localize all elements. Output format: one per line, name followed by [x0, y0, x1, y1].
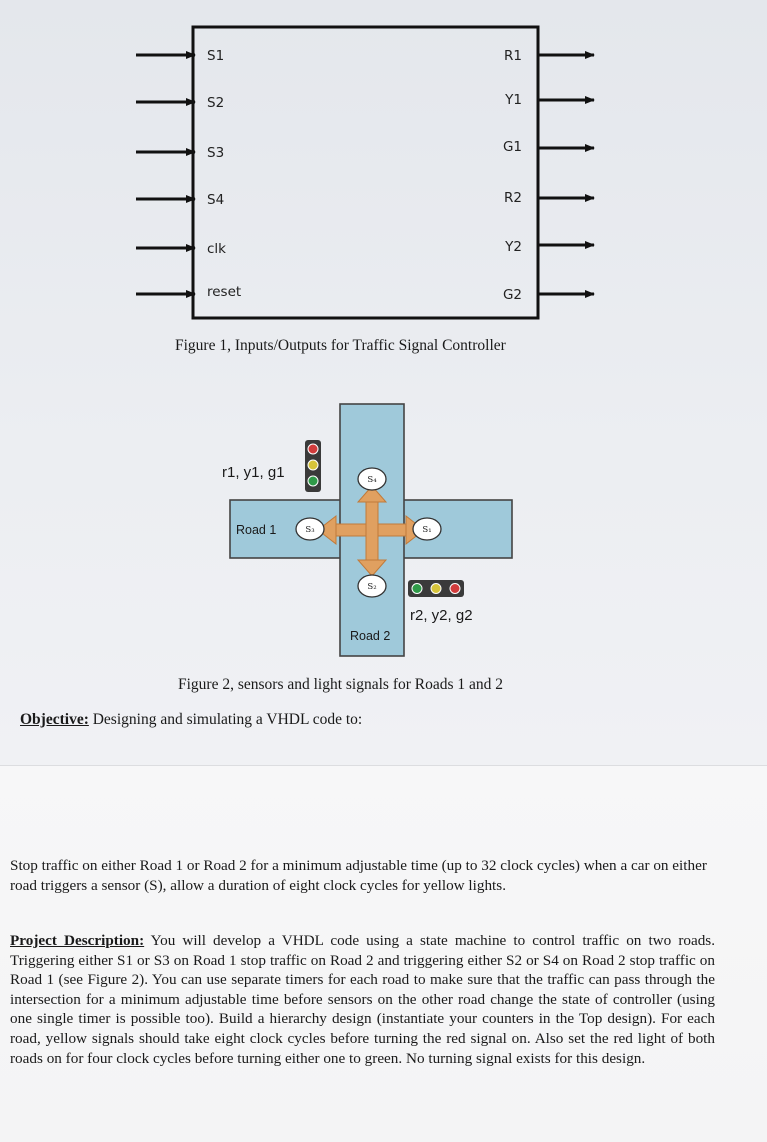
project-description-paragraph: Project Description: You will develop a … [10, 931, 715, 1068]
road1-label: Road 1 [236, 523, 276, 537]
objective-label: Objective: [20, 711, 89, 728]
sensor-s4-circle [357, 467, 387, 491]
output-label-y1: Y1 [504, 92, 522, 108]
figure2-intersection: S₄ S₃ S₁ S₂ r1, y1, g1 r2, y2, g2 Road 1… [222, 403, 513, 657]
sensor-s4-label: S₄ [367, 475, 377, 485]
figure2-caption: Figure 2, sensors and light signals for … [178, 676, 504, 693]
traffic-light-1-icon [305, 440, 321, 492]
output-label-r1: R1 [504, 48, 522, 64]
sensor-s1-label: S₁ [422, 525, 431, 535]
input-label-s1: S1 [207, 48, 224, 64]
controller-box [191, 25, 540, 320]
output-label-g2: G2 [503, 287, 522, 303]
figure1-block-diagram: S1 S2 S3 S4 clk reset R1 Y1 G1 R2 Y2 G2 [136, 25, 595, 320]
output-label-g1: G1 [503, 139, 522, 155]
objective-line: Objective: Designing and simulating a VH… [20, 711, 362, 729]
objective-text: Designing and simulating a VHDL code to: [88, 711, 363, 728]
output-label-y2: Y2 [504, 239, 522, 255]
light2-label: r2, y2, g2 [410, 607, 473, 624]
sensor-s3-label: S₃ [305, 525, 314, 535]
project-description-text: You will develop a VHDL code using a sta… [10, 932, 716, 1067]
sensor-s2-circle [357, 574, 387, 598]
input-label-reset: reset [207, 284, 241, 300]
page-lower [0, 765, 767, 1142]
sensor-s3-circle [295, 517, 325, 541]
requirement-paragraph: Stop traffic on either Road 1 or Road 2 … [10, 857, 707, 894]
sensor-s1-circle [412, 517, 442, 541]
road2-label: Road 2 [350, 629, 390, 643]
input-label-clk: clk [207, 241, 226, 257]
light1-label: r1, y1, g1 [222, 464, 285, 481]
figure1-caption: Figure 1, Inputs/Outputs for Traffic Sig… [175, 337, 506, 354]
input-label-s3: S3 [207, 145, 224, 161]
traffic-light-2-icon [408, 580, 464, 597]
sensor-s2-label: S₂ [367, 582, 376, 592]
project-description-label: Project Description: [10, 932, 145, 949]
output-label-r2: R2 [504, 190, 522, 206]
input-label-s2: S2 [207, 95, 224, 111]
input-label-s4: S4 [207, 192, 224, 208]
